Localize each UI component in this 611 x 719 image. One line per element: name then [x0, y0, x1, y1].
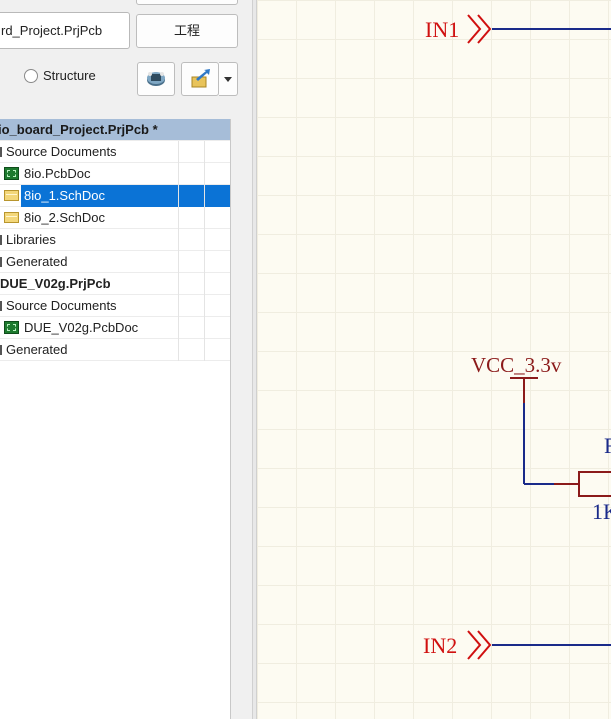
port-in2-label[interactable]: IN2	[423, 633, 457, 658]
project-name-field[interactable]: rd_Project.PrjPcb	[0, 12, 130, 49]
top-button[interactable]	[136, 0, 238, 5]
folder-icon	[0, 345, 2, 355]
column-divider	[204, 295, 205, 317]
power-label[interactable]: VCC_3.3v	[471, 353, 562, 377]
chip-icon	[147, 72, 165, 86]
folder-icon	[0, 301, 2, 311]
tree-row[interactable]: Source Documents	[0, 295, 230, 317]
tree-row-label: Generated	[6, 254, 68, 269]
port-in1-label[interactable]: IN1	[425, 17, 459, 42]
column-divider	[178, 163, 179, 185]
column-divider	[204, 339, 205, 361]
tree-row[interactable]: DUE_V02g.PrjPcb	[0, 273, 230, 295]
column-divider	[178, 251, 179, 273]
tree-row-label: DUE_V02g.PcbDoc	[24, 320, 139, 335]
tree-row[interactable]: Source Documents	[0, 141, 230, 163]
folder-icon	[0, 235, 2, 245]
tree-row-label: io_board_Project.PrjPcb *	[0, 122, 158, 137]
radio-circle[interactable]	[24, 68, 38, 83]
resistor-value[interactable]: 1K	[592, 499, 611, 524]
tree-row-label: DUE_V02g.PrjPcb	[0, 276, 111, 291]
tree-row[interactable]: Generated	[0, 339, 230, 361]
schematic-document-icon	[4, 212, 19, 223]
resistor-body[interactable]	[578, 471, 611, 497]
export-button[interactable]	[181, 62, 219, 96]
panel-splitter[interactable]	[252, 0, 257, 719]
structure-label: Structure	[43, 68, 96, 83]
column-divider	[204, 229, 205, 251]
pcb-document-icon	[4, 167, 19, 180]
tree-row-label: Source Documents	[6, 144, 117, 159]
column-divider	[204, 251, 205, 273]
folder-icon	[0, 147, 2, 157]
component-view-button[interactable]	[137, 62, 175, 96]
schematic-drawing[interactable]: IN1 VCC_3.3v R 1K IN2	[257, 0, 611, 719]
port-in1-arrow2[interactable]	[477, 14, 492, 44]
tree-row-label: 8io_1.SchDoc	[24, 188, 105, 203]
port-in2-arrow[interactable]	[467, 630, 482, 660]
chevron-down-icon	[224, 77, 232, 82]
project-tree: io_board_Project.PrjPcb * Source Document…	[0, 119, 231, 719]
structure-radio[interactable]: Structure	[24, 68, 96, 83]
tree-row-label: Libraries	[6, 232, 56, 247]
selection-highlight	[21, 185, 230, 207]
folder-icon	[0, 257, 2, 267]
column-divider	[204, 317, 205, 339]
tree-row-label: Source Documents	[6, 298, 117, 313]
column-divider	[178, 339, 179, 361]
export-dropdown-button[interactable]	[219, 62, 238, 96]
tree-row-label: 8io_2.SchDoc	[24, 210, 105, 225]
column-divider	[204, 141, 205, 163]
tree-row[interactable]: Generated	[0, 251, 230, 273]
tree-row-label: Generated	[6, 342, 68, 357]
column-divider	[178, 295, 179, 317]
column-divider	[178, 273, 179, 295]
column-divider	[204, 273, 205, 295]
pcb-document-icon	[4, 321, 19, 334]
column-divider	[178, 141, 179, 163]
projects-panel: rd_Project.PrjPcb 工程 Structure io_board_…	[0, 0, 256, 719]
tree-row[interactable]: 8io_2.SchDoc	[0, 207, 230, 229]
column-divider	[178, 317, 179, 339]
schematic-document-icon	[4, 190, 19, 201]
project-button[interactable]: 工程	[136, 14, 238, 48]
export-icon	[191, 69, 210, 88]
column-divider	[204, 207, 205, 229]
column-divider	[204, 185, 205, 207]
port-in2-arrow2[interactable]	[477, 630, 492, 660]
column-divider	[204, 163, 205, 185]
schematic-canvas[interactable]: IN1 VCC_3.3v R 1K IN2	[257, 0, 611, 719]
port-in1-arrow[interactable]	[467, 14, 482, 44]
tree-row[interactable]: 8io.PcbDoc	[0, 163, 230, 185]
tree-row[interactable]: io_board_Project.PrjPcb *	[0, 119, 230, 141]
tree-row[interactable]: 8io_1.SchDoc	[0, 185, 230, 207]
tree-row-label: 8io.PcbDoc	[24, 166, 91, 181]
tree-row[interactable]: DUE_V02g.PcbDoc	[0, 317, 230, 339]
tree-row[interactable]: Libraries	[0, 229, 230, 251]
column-divider	[178, 207, 179, 229]
resistor-designator[interactable]: R	[604, 433, 611, 458]
column-divider	[178, 185, 179, 207]
column-divider	[178, 229, 179, 251]
